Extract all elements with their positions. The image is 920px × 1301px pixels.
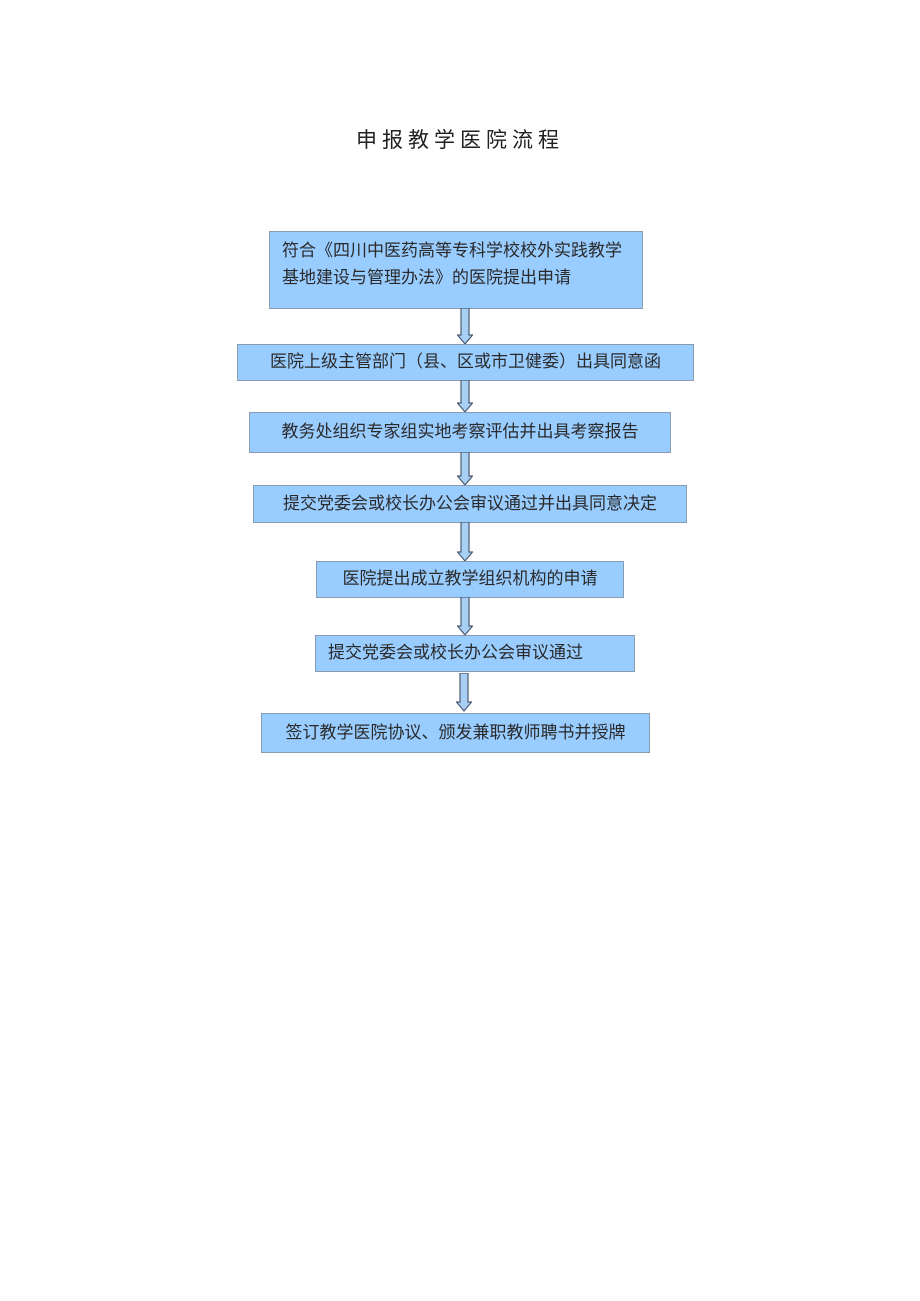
flow-step-label: 医院上级主管部门（县、区或市卫健委）出具同意函 [270,352,661,372]
flow-step-label: 提交党委会或校长办公会审议通过 [328,643,583,663]
flow-step-label: 符合《四川中医药高等专科学校校外实践教学基地建设与管理办法》的医院提出申请 [282,241,622,288]
flow-step-label: 医院提出成立教学组织机构的申请 [342,569,598,589]
flow-step-1: 符合《四川中医药高等专科学校校外实践教学基地建设与管理办法》的医院提出申请 [269,231,643,309]
down-arrow-icon [456,673,472,712]
flow-step-label: 提交党委会或校长办公会审议通过并出具同意决定 [283,493,657,514]
flow-step-6: 提交党委会或校长办公会审议通过 [315,635,635,672]
flow-step-4: 提交党委会或校长办公会审议通过并出具同意决定 [253,485,687,523]
down-arrow-icon [457,597,473,636]
flow-step-5: 医院提出成立教学组织机构的申请 [316,561,624,598]
down-arrow-icon [457,308,473,345]
flow-step-7: 签订教学医院协议、颁发兼职教师聘书并授牌 [261,713,650,753]
flow-step-2: 医院上级主管部门（县、区或市卫健委）出具同意函 [237,344,694,381]
flow-step-label: 教务处组织专家组实地考察评估并出具考察报告 [281,422,639,442]
flow-step-label: 签订教学医院协议、颁发兼职教师聘书并授牌 [285,722,626,743]
down-arrow-icon [457,380,473,413]
page-title: 申报教学医院流程 [356,128,564,152]
down-arrow-icon [457,522,473,562]
flow-step-3: 教务处组织专家组实地考察评估并出具考察报告 [249,412,671,453]
down-arrow-icon [457,452,473,486]
